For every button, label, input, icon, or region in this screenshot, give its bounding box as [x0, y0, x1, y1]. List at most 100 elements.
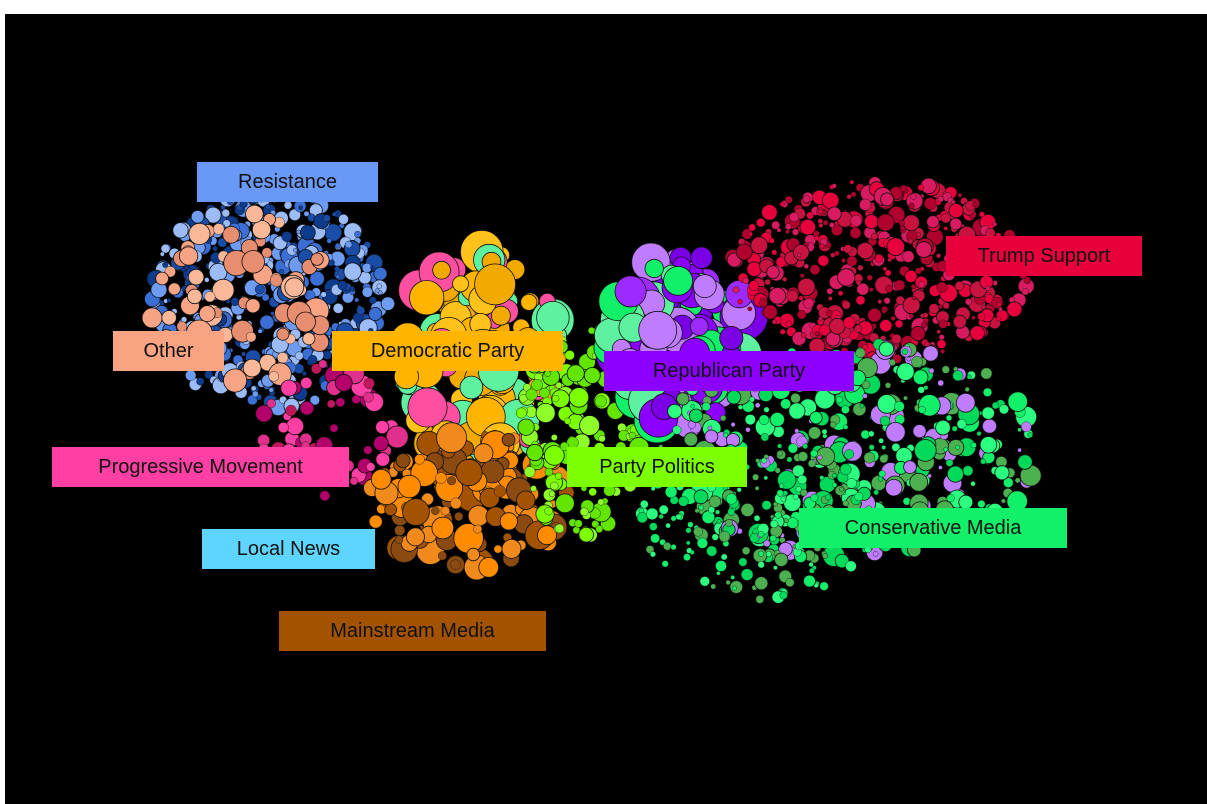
network-node — [587, 327, 596, 335]
network-node — [732, 585, 737, 591]
network-node — [890, 315, 896, 321]
network-node — [516, 407, 527, 419]
network-node — [940, 213, 951, 224]
network-node — [991, 401, 1000, 410]
network-node — [806, 211, 814, 220]
network-node — [435, 472, 447, 484]
network-node — [902, 296, 921, 315]
network-node — [636, 512, 648, 524]
network-node — [672, 425, 682, 435]
network-node — [276, 327, 290, 341]
network-node — [825, 494, 831, 501]
network-node — [776, 489, 784, 497]
network-node — [792, 244, 810, 261]
network-node — [995, 316, 1001, 322]
network-node — [447, 476, 457, 486]
network-node — [855, 295, 866, 305]
network-node — [951, 425, 958, 432]
network-node — [179, 246, 199, 266]
network-node — [855, 347, 866, 359]
network-node — [454, 512, 464, 522]
network-node — [797, 277, 816, 296]
network-node — [763, 475, 768, 481]
network-node — [741, 546, 751, 555]
network-node — [406, 527, 425, 547]
network-node — [338, 214, 349, 225]
network-node — [737, 404, 743, 410]
network-node — [789, 212, 799, 223]
network-node — [915, 241, 933, 258]
network-node — [754, 576, 769, 591]
network-node — [245, 298, 261, 314]
network-node — [745, 427, 751, 433]
network-node — [241, 250, 265, 274]
network-node — [1006, 301, 1023, 318]
network-node — [664, 485, 678, 499]
network-node — [302, 371, 307, 376]
network-node — [862, 393, 868, 399]
network-node — [761, 204, 778, 221]
network-node — [564, 417, 571, 425]
network-node — [650, 533, 660, 544]
network-node — [250, 385, 257, 392]
network-node — [356, 306, 366, 315]
network-node — [843, 316, 856, 329]
network-node — [918, 405, 926, 414]
label-local-news: Local News — [202, 529, 375, 569]
network-node — [265, 204, 271, 210]
network-node — [800, 332, 807, 339]
network-node — [846, 255, 858, 267]
network-node — [826, 310, 833, 317]
network-node — [755, 402, 761, 408]
network-node — [846, 194, 852, 200]
network-node — [822, 219, 829, 226]
network-node — [799, 218, 817, 236]
network-node — [943, 226, 948, 231]
network-node — [910, 325, 926, 342]
network-node — [333, 303, 344, 314]
network-node — [242, 358, 262, 378]
network-node — [548, 490, 556, 497]
network-node — [715, 509, 721, 515]
network-node — [715, 560, 727, 572]
network-node — [407, 387, 448, 428]
network-node — [544, 506, 553, 516]
network-node — [894, 319, 904, 329]
network-node — [859, 403, 865, 409]
network-node — [598, 435, 606, 443]
network-node — [817, 454, 823, 460]
label-other: Other — [113, 331, 224, 371]
network-node — [349, 286, 356, 292]
network-node — [903, 395, 908, 401]
network-node — [551, 389, 570, 409]
network-node — [774, 552, 789, 567]
network-node — [943, 447, 949, 452]
network-node — [452, 275, 470, 293]
network-node — [555, 493, 575, 514]
network-node — [368, 296, 377, 305]
network-node — [938, 319, 948, 329]
network-node — [555, 381, 563, 389]
network-node — [737, 298, 743, 305]
network-node — [866, 274, 873, 281]
network-node — [938, 334, 945, 341]
network-node — [436, 422, 468, 454]
network-node — [414, 454, 425, 465]
network-node — [755, 458, 760, 463]
network-node — [499, 512, 518, 531]
network-node — [1003, 477, 1014, 488]
network-node — [493, 485, 507, 498]
network-node — [320, 291, 327, 298]
network-node — [277, 422, 289, 433]
network-node — [661, 560, 669, 568]
network-node — [720, 553, 728, 561]
network-node — [769, 519, 779, 529]
network-node — [375, 420, 390, 435]
network-node — [535, 402, 556, 423]
network-node — [166, 298, 172, 303]
network-node — [689, 316, 709, 336]
network-node — [970, 481, 976, 487]
network-node — [885, 422, 906, 443]
network-node — [911, 284, 917, 290]
